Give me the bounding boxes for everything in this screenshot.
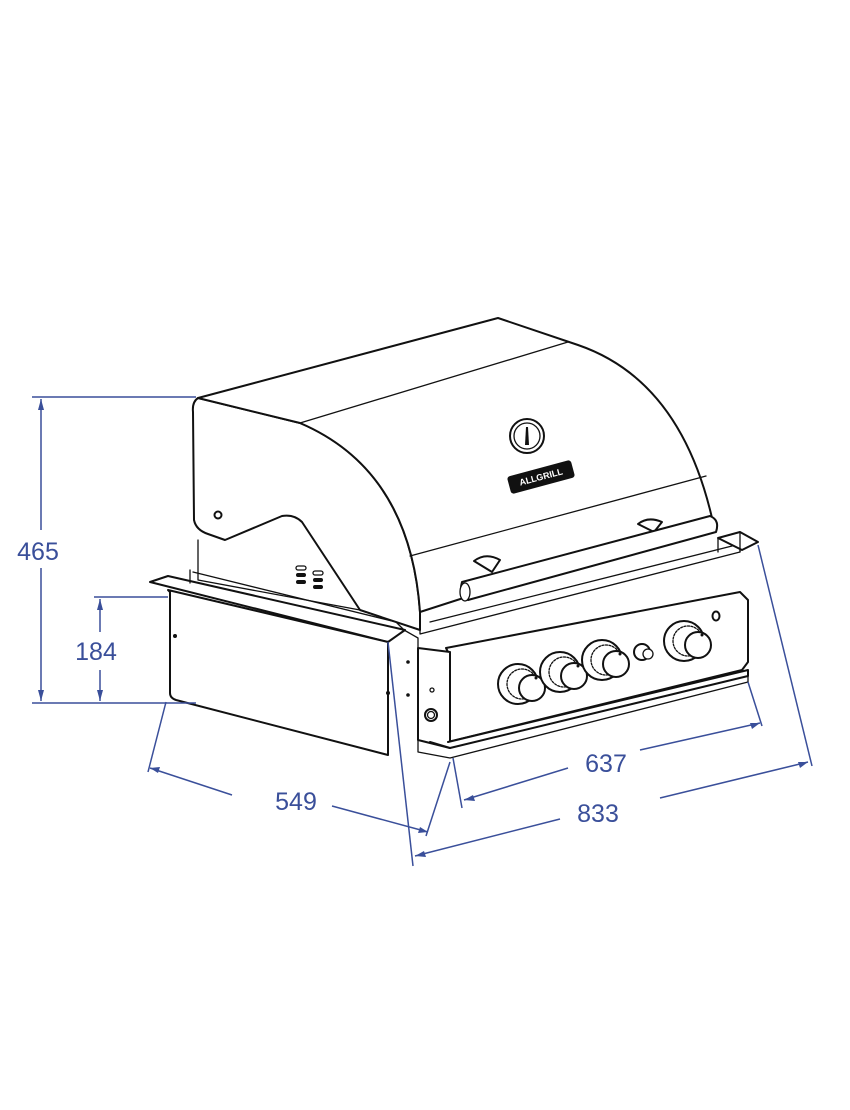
control-knob-2[interactable] — [539, 651, 588, 693]
dimension-total-height: 465 — [17, 396, 196, 704]
control-knob-3[interactable] — [581, 639, 630, 681]
label-184: 184 — [75, 638, 117, 666]
dimension-front-width: 637 — [452, 681, 763, 809]
right-side-panel — [717, 531, 759, 553]
label-549: 549 — [275, 788, 317, 816]
dimension-base-height: 184 — [75, 596, 168, 701]
brand-logo: ALLGRILL — [507, 460, 575, 494]
grill-illustration: ALLGRILL — [149, 317, 759, 759]
indicator-hole — [711, 610, 721, 622]
lid-handle — [459, 515, 719, 602]
control-panel — [403, 591, 749, 759]
hood: ALLGRILL — [197, 317, 713, 613]
left-side-panel — [149, 569, 406, 756]
vents — [295, 565, 324, 589]
dimension-lines: 465 184 549 637 — [17, 396, 813, 867]
control-knob-1[interactable] — [497, 663, 546, 705]
dimension-depth: 549 — [147, 701, 451, 837]
dimension-total-width: 833 — [387, 544, 813, 867]
thermometer-icon — [509, 418, 545, 454]
control-knob-4[interactable] — [663, 620, 712, 662]
label-465: 465 — [17, 538, 59, 566]
label-637: 637 — [585, 750, 627, 778]
igniter-button[interactable] — [633, 643, 654, 661]
label-833: 833 — [577, 800, 619, 828]
